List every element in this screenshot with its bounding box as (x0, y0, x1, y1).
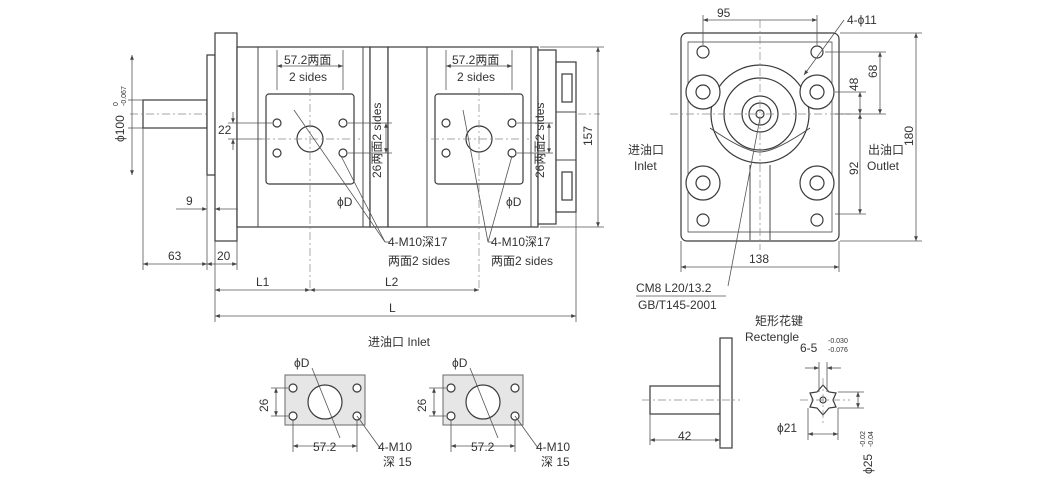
dim-22: 22 (218, 123, 232, 137)
inlet-detail (271, 367, 539, 452)
shaft-dia-label: ϕ100 0 -0.067 (113, 86, 128, 142)
inlet-title: 进油口 Inlet (368, 335, 431, 349)
svg-text:-0.04: -0.04 (868, 431, 875, 447)
inlet-dim-57-a: 57.2 (313, 440, 337, 454)
inlet-thread-b: 4-M10 (536, 440, 570, 454)
dim-20: 20 (217, 249, 231, 263)
dim-l: L (389, 301, 396, 315)
dim-26-a: 26两面2 sides (370, 103, 384, 178)
dim-180: 180 (902, 126, 916, 146)
svg-text:-0.02: -0.02 (860, 431, 867, 447)
thread-b-sub: 两面2 sides (491, 254, 553, 268)
key-dim-42: 42 (678, 429, 692, 443)
svg-text:6-5: 6-5 (800, 341, 818, 355)
inlet-dim-26-b: 26 (415, 398, 429, 412)
dim-157: 157 (581, 126, 595, 146)
inlet-d-a: ϕD (294, 356, 310, 370)
dim-48: 48 (847, 77, 861, 91)
key-flange (719, 337, 733, 449)
side-view (670, 15, 922, 287)
thread-b: 4-M10深17 (491, 235, 551, 249)
dim-68: 68 (866, 64, 880, 78)
svg-text:ϕ100: ϕ100 (113, 115, 127, 142)
dim-9: 9 (186, 194, 193, 208)
key-title-en: Rectengle (745, 330, 799, 344)
svg-text:-0.067: -0.067 (121, 86, 128, 106)
outlet-en: Outlet (867, 159, 900, 173)
inlet-dim-26-a: 26 (257, 398, 271, 412)
dim-138: 138 (749, 252, 769, 266)
port-d-b: ϕD (506, 195, 522, 209)
svg-text:0: 0 (113, 102, 120, 106)
inlet-d-b: ϕD (452, 356, 468, 370)
side-ports (685, 74, 835, 201)
dim-95: 95 (717, 6, 731, 20)
dim-92: 92 (847, 161, 861, 175)
dim-26-b: 26两面2 sides (533, 103, 547, 178)
dim-63: 63 (168, 249, 182, 263)
dim-57-b-sub: 2 sides (457, 70, 495, 84)
side-bolt-holes (696, 45, 824, 227)
thread-a: 4-M10深17 (388, 235, 448, 249)
thread-a-sub: 两面2 sides (388, 254, 450, 268)
spline-spec-label: 6-5 -0.030 -0.076 (800, 338, 848, 355)
key-dim-25-label: ϕ25 -0.02 -0.04 (860, 431, 875, 474)
bolt-holes-1 (272, 118, 348, 158)
inlet-en: Inlet (634, 159, 657, 173)
flange-ring (206, 54, 216, 176)
bolt-holes-label: 4-ϕ11 (847, 13, 877, 27)
inlet-dim-57-b: 57.2 (471, 440, 495, 454)
dim-57-a: 57.2两面 (284, 53, 331, 67)
key-detail (642, 337, 864, 449)
inlet-port-2 (465, 384, 501, 420)
svg-text:ϕ25: ϕ25 (861, 454, 875, 474)
spline-spec-1: CM8 L20/13.2 (636, 281, 712, 295)
dim-57-a-sub: 2 sides (289, 70, 327, 84)
key-dim-21: ϕ21 (777, 421, 797, 435)
inlet-port-1 (307, 384, 343, 420)
key-title-cn: 矩形花键 (755, 313, 803, 328)
inlet-thread-b-sub: 深 15 (541, 455, 570, 469)
mounting-flange (214, 32, 238, 242)
svg-text:-0.076: -0.076 (828, 347, 848, 354)
inlet-thread-a-sub: 深 15 (383, 455, 412, 469)
front-view (128, 32, 604, 322)
inlet-thread-a: 4-M10 (378, 440, 412, 454)
dim-57-b: 57.2两面 (452, 53, 499, 67)
dim-l2: L2 (385, 275, 399, 289)
inlet-cn: 进油口 (628, 143, 664, 157)
spline-spec-2: GB/T145-2001 (638, 298, 717, 312)
outlet-cn: 出油口 (868, 143, 904, 157)
dim-l1: L1 (256, 275, 270, 289)
svg-text:-0.030: -0.030 (828, 338, 848, 345)
port-d-a: ϕD (337, 195, 353, 209)
